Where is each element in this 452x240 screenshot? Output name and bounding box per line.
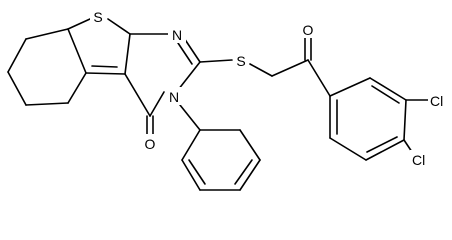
bond: [179, 104, 201, 131]
atom-s-thioether: S: [236, 53, 245, 69]
bond: [177, 61, 201, 91]
bond: [91, 65, 118, 68]
atom-n-pyrimidine-top: N: [172, 27, 182, 43]
bond: [149, 91, 165, 117]
bond: [271, 59, 309, 77]
bond: [239, 129, 261, 161]
bond: [67, 18, 91, 30]
bond: [124, 73, 151, 117]
bond: [177, 42, 193, 65]
bonds: [7, 18, 429, 191]
bond: [365, 139, 405, 161]
bond: [307, 59, 331, 97]
bond: [67, 28, 87, 74]
bond: [181, 159, 201, 191]
bond: [25, 28, 69, 40]
bond: [7, 71, 27, 106]
bond: [183, 37, 201, 63]
chemical-structure: S N N O S O Cl Cl: [7, 7, 450, 191]
bond: [369, 77, 407, 101]
atom-cl-meta: Cl: [430, 93, 443, 109]
bond: [67, 72, 87, 104]
bond: [85, 72, 126, 75]
bond: [371, 85, 400, 104]
atom-s-thiophene: S: [93, 9, 102, 25]
bond: [199, 59, 233, 63]
atom-o-carbonyl-ring: O: [145, 136, 156, 152]
atom-n-pyrimidine-phenyl: N: [169, 89, 179, 105]
bond: [249, 63, 273, 77]
bond: [329, 77, 371, 97]
bond: [7, 38, 27, 73]
bond: [239, 159, 261, 191]
bond: [366, 136, 398, 153]
bond: [188, 159, 206, 185]
bond: [124, 33, 131, 75]
bond: [329, 137, 367, 161]
bond: [25, 102, 69, 106]
atom-cl-para: Cl: [412, 152, 425, 168]
atom-labels: S N N O S O Cl Cl: [90, 7, 450, 168]
bond: [181, 129, 201, 161]
atom-o-ketone: O: [303, 22, 314, 38]
bond: [403, 99, 407, 141]
bond: [234, 159, 253, 185]
bond: [107, 18, 131, 35]
